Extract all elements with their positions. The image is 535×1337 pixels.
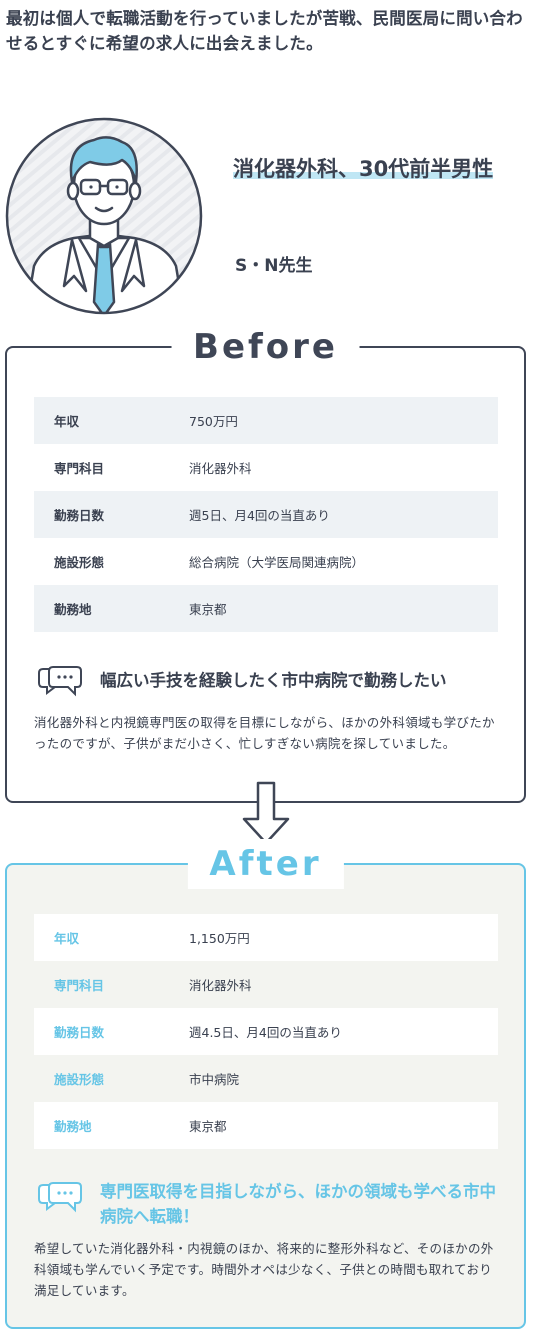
row-value: 消化器外科	[189, 978, 252, 993]
before-catch: 幅広い手技を経験したく市中病院で勤務したい	[100, 671, 447, 690]
row-label: 年収	[54, 931, 80, 946]
table-row: 年収 750万円	[34, 397, 498, 444]
doctor-avatar-icon	[5, 117, 203, 315]
row-label: 施設形態	[54, 1072, 105, 1087]
row-label: 年収	[54, 414, 80, 429]
profile-name: S・N先生	[235, 256, 313, 276]
profile-title: 消化器外科、30代前半男性	[233, 157, 494, 181]
table-row: 施設形態 総合病院（大学医局関連病院）	[34, 538, 498, 585]
row-value: 総合病院（大学医局関連病院）	[189, 555, 365, 570]
before-heading: Before	[171, 322, 360, 372]
row-label: 勤務日数	[54, 1025, 105, 1040]
row-value: 週4.5日、月4回の当直あり	[189, 1025, 342, 1040]
before-box: Before 年収 750万円 専門科目 消化器外科 勤務日数 週5日、月4回の当直あ…	[5, 322, 526, 803]
down-arrow-icon	[242, 781, 290, 845]
row-label: 専門科目	[54, 978, 105, 993]
after-description: 希望していた消化器外科・内視鏡のほか、将来的に整形外科など、そのほかの外科領域も…	[34, 1241, 494, 1298]
row-value: 750万円	[189, 414, 238, 429]
before-description: 消化器外科と内視鏡専門医の取得を目標にしながら、ほかの外科領域も学びたかったので…	[34, 715, 495, 751]
row-label: 施設形態	[54, 555, 105, 570]
row-value: 東京都	[189, 1119, 227, 1134]
after-heading: After	[187, 839, 344, 889]
table-row: 専門科目 消化器外科	[34, 961, 498, 1008]
table-row: 専門科目 消化器外科	[34, 444, 498, 491]
intro-text: 最初は個人で転職活動を行っていましたが苦戦、民間医局に問い合わせるとすぐに希望の…	[6, 9, 523, 53]
table-row: 年収 1,150万円	[34, 914, 498, 961]
table-row: 勤務日数 週5日、月4回の当直あり	[34, 491, 498, 538]
row-label: 専門科目	[54, 461, 105, 476]
table-row: 勤務日数 週4.5日、月4回の当直あり	[34, 1008, 498, 1055]
row-label: 勤務地	[54, 1119, 92, 1134]
speech-bubble-icon	[38, 666, 82, 697]
row-label: 勤務日数	[54, 508, 105, 523]
table-row: 施設形態 市中病院	[34, 1055, 498, 1102]
before-table: 年収 750万円 専門科目 消化器外科 勤務日数 週5日、月4回の当直あり 施設形態 総…	[34, 397, 498, 632]
table-row: 勤務地 東京都	[34, 1102, 498, 1149]
row-value: 週5日、月4回の当直あり	[189, 508, 330, 523]
row-value: 市中病院	[189, 1072, 240, 1087]
speech-bubble-icon	[38, 1182, 82, 1213]
row-value: 消化器外科	[189, 461, 252, 476]
after-table: 年収 1,150万円 専門科目 消化器外科 勤務日数 週4.5日、月4回の当直あり 施…	[34, 914, 498, 1149]
table-row: 勤務地 東京都	[34, 585, 498, 632]
row-value: 東京都	[189, 602, 227, 617]
row-label: 勤務地	[54, 602, 92, 617]
row-value: 1,150万円	[189, 931, 250, 946]
after-box: After 年収 1,150万円 専門科目 消化器外科 勤務日数 週4.5日、月4回の…	[5, 839, 526, 1329]
after-catch: 専門医取得を目指しながら、ほかの領域も学べる市中病院へ転職！	[100, 1182, 496, 1226]
